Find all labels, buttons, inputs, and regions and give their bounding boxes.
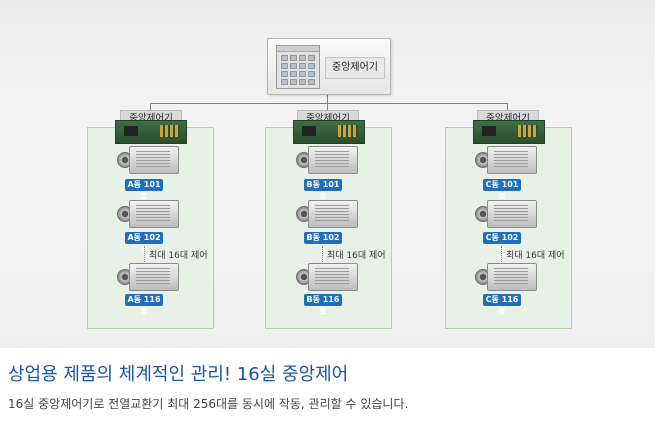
- group-a-max-label: 최대 16대 제어: [149, 251, 208, 261]
- connector-drop-b: [327, 103, 328, 111]
- group-b-unit-2-tag: B동 102호: [304, 232, 342, 254]
- central-controller: 중앙제어기: [267, 38, 391, 95]
- group-c-unit-2-icon: [475, 200, 537, 228]
- group-a-unit-3-icon: [117, 263, 179, 291]
- group-c-unit-1-icon: [475, 146, 537, 174]
- group-c-ellipsis-line: [501, 246, 502, 262]
- group-b-ellipsis-line: [322, 246, 323, 262]
- connector-trunk: [327, 93, 328, 103]
- diagram-area: 중앙제어기 중앙제어기 A동 101호 A동 102호 최대 16대 제어 A동…: [0, 0, 655, 348]
- group-c-unit-3-tag: C동 116호: [483, 294, 521, 316]
- connector-bus: [150, 103, 507, 104]
- group-c-max-label: 최대 16대 제어: [506, 251, 565, 261]
- group-a-unit-2-tag: A동 102호: [125, 232, 163, 254]
- connector-drop-c: [507, 103, 508, 111]
- group-b-unit-3-icon: [296, 263, 358, 291]
- central-controller-label: 중앙제어기: [325, 57, 385, 79]
- group-a-ellipsis-line: [144, 246, 145, 262]
- controller-panel-icon: [276, 45, 320, 89]
- group-b-unit-1-tag: B동 101호: [304, 179, 342, 201]
- caption-subtitle: 16실 중앙제어기로 전열교환기 최대 256대를 동시에 작동, 관리할 수 …: [8, 397, 409, 411]
- group-b-unit-2-icon: [296, 200, 358, 228]
- group-a-unit-3-tag: A동 116호: [125, 294, 163, 316]
- group-c-unit-2-tag: C동 102호: [483, 232, 521, 254]
- group-b-unit-3-tag: B동 116호: [304, 294, 342, 316]
- group-a-controller-board-icon: [115, 120, 187, 144]
- connector-drop-a: [150, 103, 151, 111]
- group-b-unit-1-icon: [296, 146, 358, 174]
- group-c-unit-3-icon: [475, 263, 537, 291]
- group-b-controller-board-icon: [293, 120, 365, 144]
- group-a-unit-1-icon: [117, 146, 179, 174]
- group-a-unit-1-tag: A동 101호: [125, 179, 163, 201]
- caption-title: 상업용 제품의 체계적인 관리! 16실 중앙제어: [8, 364, 349, 385]
- group-c-controller-board-icon: [473, 120, 545, 144]
- group-c-unit-1-tag: C동 101호: [483, 179, 521, 201]
- group-a-unit-2-icon: [117, 200, 179, 228]
- group-b-max-label: 최대 16대 제어: [327, 251, 386, 261]
